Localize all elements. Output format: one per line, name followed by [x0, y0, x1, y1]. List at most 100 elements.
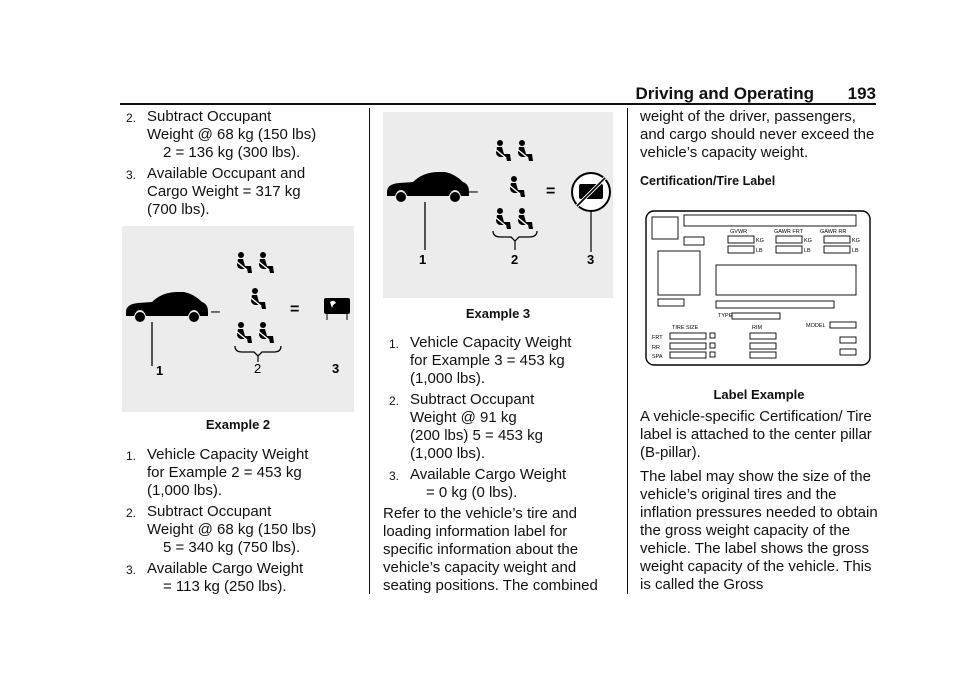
step-text-line: Weight @ 91 kg: [410, 409, 517, 426]
example-3-figure: – = 1 2 3: [383, 112, 613, 298]
rim-label: RIM: [752, 325, 763, 331]
no-cargo-icon: [571, 172, 611, 252]
step-text-line: (1,000 lbs).: [410, 445, 486, 462]
occupant-pair-top-icon: [494, 139, 534, 162]
step-text-line: Subtract Occupant: [410, 391, 535, 408]
callout-3: 3: [587, 252, 594, 267]
model-label: MODEL: [806, 323, 826, 329]
step-text-line: Vehicle Capacity Weight: [410, 334, 572, 351]
step-text-line: Cargo Weight = 317 kg: [147, 183, 301, 200]
example-3-caption: Example 3: [465, 306, 531, 321]
tire-label-diagram: GVWR GAWR FRT GAWR RR KG LB KG LB KG LB …: [645, 210, 871, 366]
car-icon: [387, 172, 469, 250]
column-3-bottom: A vehicle-specific Certification/ Tire l…: [640, 408, 880, 600]
example-2-figure: – = 1 2 3: [122, 226, 354, 412]
lb-label-1: LB: [756, 248, 763, 254]
step-number: 3.: [389, 469, 400, 483]
cargo-icon: [324, 298, 350, 320]
minus-sign: –: [469, 183, 478, 200]
example-2-caption: Example 2: [205, 417, 271, 432]
lb-label-2: LB: [804, 248, 811, 254]
step-text-line: for Example 2 = 453 kg: [147, 464, 302, 481]
step-result-line: 2 = 136 kg (300 lbs).: [163, 144, 301, 161]
callout-1: 1: [156, 363, 163, 378]
page-number: 193: [847, 84, 876, 103]
step-text-line: Vehicle Capacity Weight: [147, 446, 309, 463]
minus-sign: –: [211, 303, 220, 320]
step-text-line: Subtract Occupant: [147, 503, 272, 520]
label-contents-paragraph: The label may show the size of the vehic…: [640, 468, 878, 593]
column-divider-1: [369, 108, 370, 594]
step-number: 2.: [126, 111, 137, 125]
header-rule: [120, 103, 876, 105]
step-text-line: (700 lbs).: [147, 201, 210, 218]
step-text-line: (1,000 lbs).: [147, 482, 223, 499]
step-item: 3. Available Cargo Weight= 0 kg (0 lbs).: [383, 466, 619, 502]
rr-label: RR: [652, 345, 660, 351]
certification-heading: Certification/Tire Label: [640, 174, 776, 188]
type-label: TYPE: [718, 313, 733, 319]
occupant-single-icon: [508, 175, 526, 198]
frt-label: FRT: [652, 335, 663, 341]
tire-size-label: TIRE SIZE: [672, 325, 699, 331]
capacity-paragraph: weight of the driver, passengers, and ca…: [640, 108, 875, 161]
page-header: Driving and Operating 193: [120, 84, 876, 104]
step-number: 2.: [389, 394, 400, 408]
step-text-line: Weight @ 68 kg (150 lbs): [147, 126, 317, 143]
tire-label-figure: GVWR GAWR FRT GAWR RR KG LB KG LB KG LB …: [644, 209, 874, 369]
step-text-line: Subtract Occupant: [147, 108, 272, 125]
step-text-line: Weight @ 68 kg (150 lbs): [147, 521, 317, 538]
example-2-diagram: – = 1 2 3: [126, 251, 350, 378]
occupant-pair-bottom-icon: [494, 207, 534, 230]
gawr-frt-label: GAWR FRT: [774, 229, 804, 235]
step-text-line: Available Cargo Weight: [147, 560, 304, 577]
step-text-line: (200 lbs) 5 = 453 kg: [410, 427, 544, 444]
column-divider-2: [627, 108, 628, 594]
step-result-line: 5 = 340 kg (750 lbs).: [163, 539, 301, 556]
example-3-diagram: – = 1 2 3: [387, 139, 611, 267]
tire-label-paragraph: Refer to the vehicle’s tire and loading …: [383, 505, 598, 594]
kg-label-3: KG: [852, 238, 860, 244]
callout-2: 2: [511, 252, 518, 267]
step-text-line: (1,000 lbs).: [410, 370, 486, 387]
column-3: weight of the driver, passengers, and ca…: [640, 108, 878, 190]
occupant-single-icon: [249, 287, 267, 310]
step-number: 1.: [126, 449, 137, 463]
section-title: Driving and Operating: [635, 84, 814, 103]
lb-label-3: LB: [852, 248, 859, 254]
label-example-caption: Label Example: [713, 387, 805, 402]
equals-sign: =: [290, 301, 299, 318]
car-icon: [126, 292, 208, 366]
kg-label-2: KG: [804, 238, 812, 244]
step-number: 3.: [126, 168, 137, 182]
spa-label: SPA: [652, 354, 663, 360]
step-text-line: Available Occupant and: [147, 165, 306, 182]
callout-2: 2: [254, 361, 261, 376]
label-location-paragraph: A vehicle-specific Certification/ Tire l…: [640, 408, 872, 461]
kg-label-1: KG: [756, 238, 764, 244]
callout-3: 3: [332, 361, 339, 376]
step-text-line: for Example 3 = 453 kg: [410, 352, 565, 369]
equals-sign: =: [546, 183, 555, 200]
step-result-line: = 113 kg (250 lbs).: [163, 578, 287, 595]
step-text-line: Available Cargo Weight: [410, 466, 567, 483]
step-number: 3.: [126, 563, 137, 577]
step-result-line: = 0 kg (0 lbs).: [426, 484, 518, 501]
gawr-rr-label: GAWR RR: [820, 229, 846, 235]
step-number: 2.: [126, 506, 137, 520]
gvwr-label: GVWR: [730, 229, 747, 235]
occupant-pair-bottom-icon: [235, 321, 275, 344]
callout-1: 1: [419, 252, 426, 267]
